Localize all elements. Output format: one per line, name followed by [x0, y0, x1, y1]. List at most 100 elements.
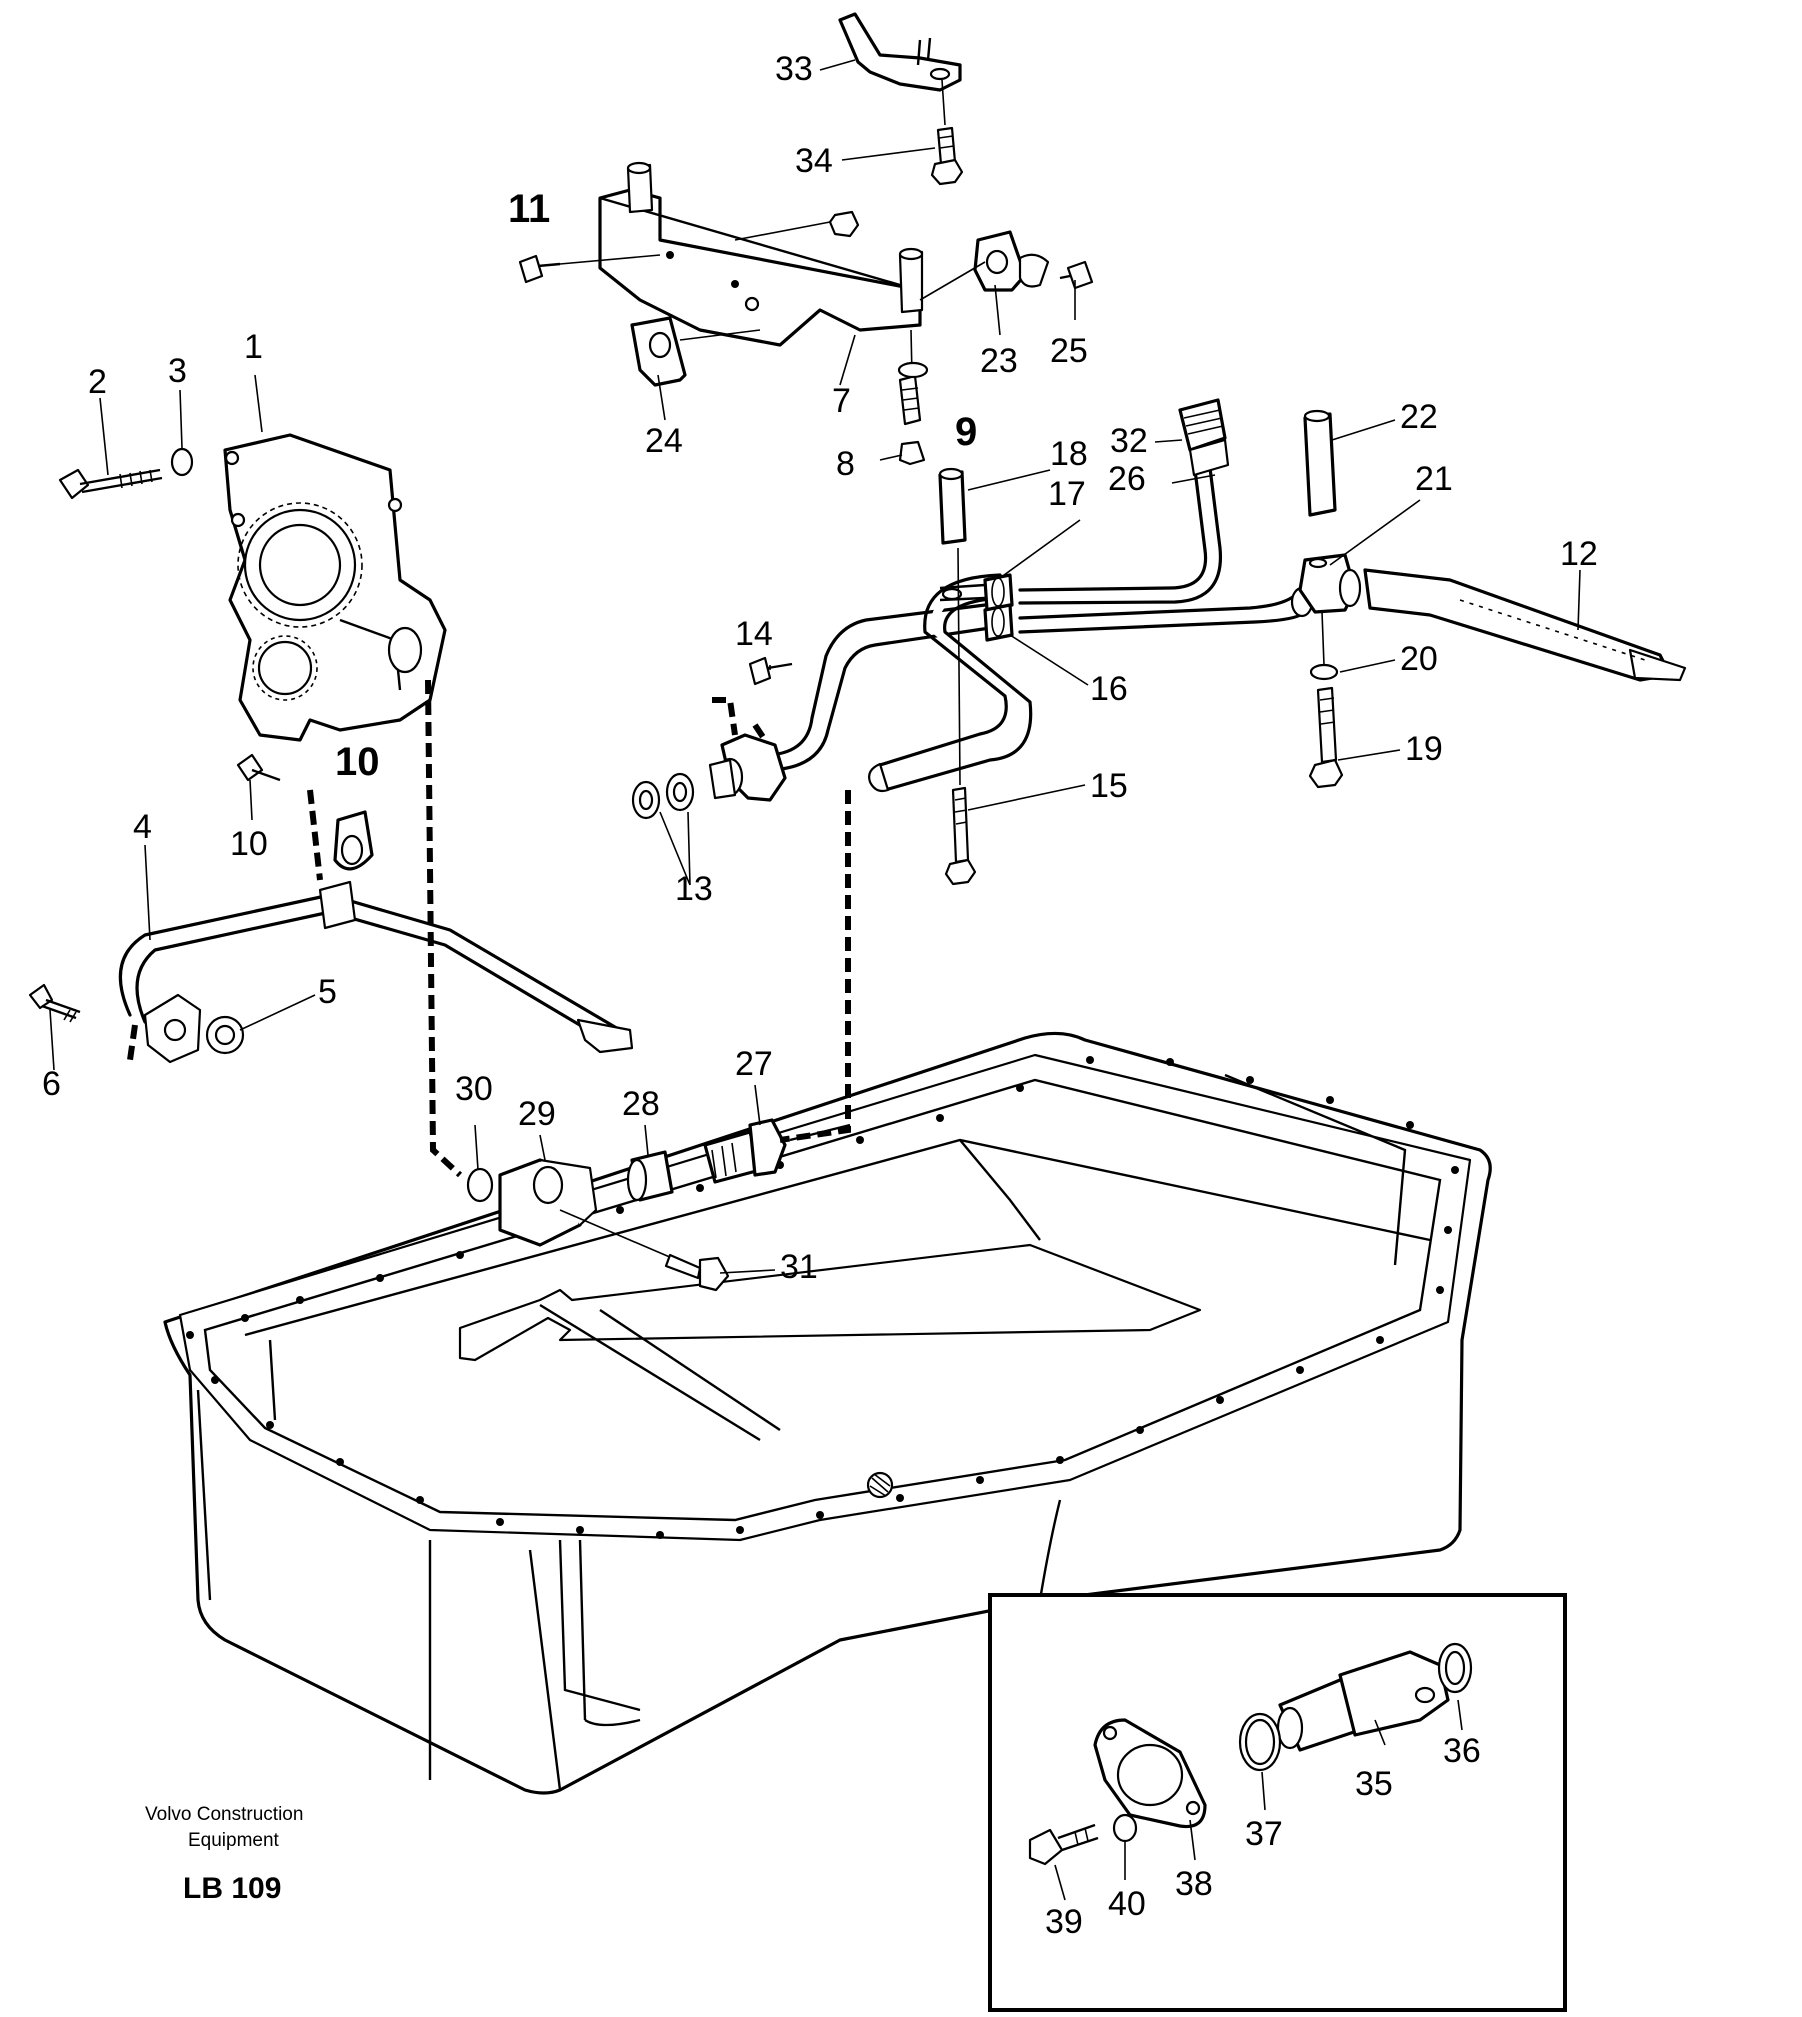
label-9: 9	[955, 410, 977, 454]
part-labels: 1 2 3 4 5 6 7 8 9 10 10 11 12 13 14 15 1…	[42, 50, 1598, 1941]
flange-38	[1093, 1718, 1207, 1829]
label-5: 5	[318, 973, 337, 1011]
label-20: 20	[1400, 640, 1438, 678]
bracket-33	[838, 12, 962, 126]
label-35: 35	[1355, 1765, 1393, 1803]
oil-sump	[163, 1031, 1492, 1795]
flange-13	[708, 733, 787, 802]
union-32	[1178, 398, 1230, 477]
delivery-pipes	[766, 466, 1314, 793]
label-10a: 10	[230, 825, 268, 863]
label-38: 38	[1175, 1865, 1213, 1903]
bracket-7	[598, 161, 924, 347]
brand-line-1: Volvo Construction	[145, 1804, 303, 1825]
bolt-15	[944, 547, 977, 886]
label-34: 34	[795, 142, 833, 180]
label-15: 15	[1090, 767, 1128, 805]
inset-box	[988, 1593, 1567, 2012]
bolt-25	[1059, 260, 1094, 290]
union-27	[703, 1118, 787, 1184]
bolt-34	[930, 126, 964, 186]
label-1: 1	[244, 328, 263, 366]
dashed-link-14b	[752, 723, 768, 742]
label-12: 12	[1560, 535, 1598, 573]
drain-plug	[866, 1471, 894, 1499]
label-27: 27	[735, 1045, 773, 1083]
label-3: 3	[168, 352, 187, 390]
label-13: 13	[675, 870, 713, 908]
bolt-2	[58, 468, 163, 500]
label-26: 26	[1108, 460, 1146, 498]
o-ring-30	[466, 1167, 494, 1203]
label-4: 4	[133, 808, 152, 846]
dashed-link-pump	[425, 679, 463, 1178]
clamp-21	[1298, 553, 1362, 614]
seal-rings-13	[631, 772, 695, 820]
o-ring-36	[1437, 1642, 1473, 1694]
washer-3	[170, 447, 194, 477]
o-ring-37	[1238, 1712, 1282, 1772]
clamp-10	[333, 810, 374, 871]
label-39: 39	[1045, 1903, 1083, 1941]
sleeve-22	[1303, 409, 1337, 517]
brand-line-2: Equipment	[188, 1830, 280, 1851]
label-2: 2	[88, 363, 107, 401]
flange-23	[919, 230, 1050, 301]
label-37: 37	[1245, 1815, 1283, 1853]
washer-40	[1112, 1813, 1138, 1843]
sleeve-18	[938, 467, 967, 545]
bolt-19	[1308, 686, 1344, 789]
label-6: 6	[42, 1065, 61, 1103]
bolt-10	[236, 753, 281, 782]
sleeve-28	[626, 1150, 674, 1202]
label-36: 36	[1443, 1732, 1481, 1770]
valve-body-35	[1276, 1650, 1450, 1752]
label-14: 14	[735, 615, 773, 653]
label-24: 24	[645, 422, 683, 460]
valve-housing-29	[498, 1158, 598, 1247]
bolt-11	[518, 254, 661, 284]
label-7: 7	[832, 382, 851, 420]
dashed-link-10	[307, 789, 323, 881]
washer-20	[1309, 611, 1339, 681]
suction-strainer-12	[1363, 568, 1687, 682]
label-22: 22	[1400, 398, 1438, 436]
label-8: 8	[836, 445, 855, 483]
label-33: 33	[775, 50, 813, 88]
brand-block: Volvo Construction Equipment LB 109	[145, 1804, 303, 1905]
oil-pump	[223, 433, 447, 742]
pipe-stub	[789, 1123, 851, 1142]
bolt-14	[748, 656, 793, 686]
leader-lines	[49, 59, 1581, 1901]
label-11: 11	[508, 187, 550, 231]
label-18: 18	[1050, 435, 1088, 473]
bolt-31	[559, 1209, 730, 1292]
label-23: 23	[980, 342, 1018, 380]
label-19: 19	[1405, 730, 1443, 768]
dashed-link-14	[712, 697, 738, 736]
washer-9	[897, 361, 929, 379]
label-31: 31	[780, 1248, 818, 1286]
flange-holes	[186, 1056, 1459, 1539]
label-40: 40	[1108, 1885, 1146, 1923]
suction-pipe-4	[116, 880, 634, 1064]
gasket-5	[205, 1015, 245, 1055]
label-17: 17	[1048, 475, 1086, 513]
label-32: 32	[1110, 422, 1148, 460]
nut-top	[734, 210, 860, 241]
bolt-39	[1028, 1823, 1099, 1866]
label-21: 21	[1415, 460, 1453, 498]
bolt-8	[898, 329, 926, 466]
dashed-link-6	[127, 1024, 138, 1061]
label-30: 30	[455, 1070, 493, 1108]
label-29: 29	[518, 1095, 556, 1133]
label-10b: 10	[335, 740, 380, 784]
label-16: 16	[1090, 670, 1128, 708]
bolt-6	[28, 983, 81, 1023]
label-25: 25	[1050, 332, 1088, 370]
gasket-24	[630, 316, 761, 387]
label-28: 28	[622, 1085, 660, 1123]
diagram-code: LB 109	[183, 1872, 281, 1905]
dashed-link-27	[779, 790, 851, 1143]
